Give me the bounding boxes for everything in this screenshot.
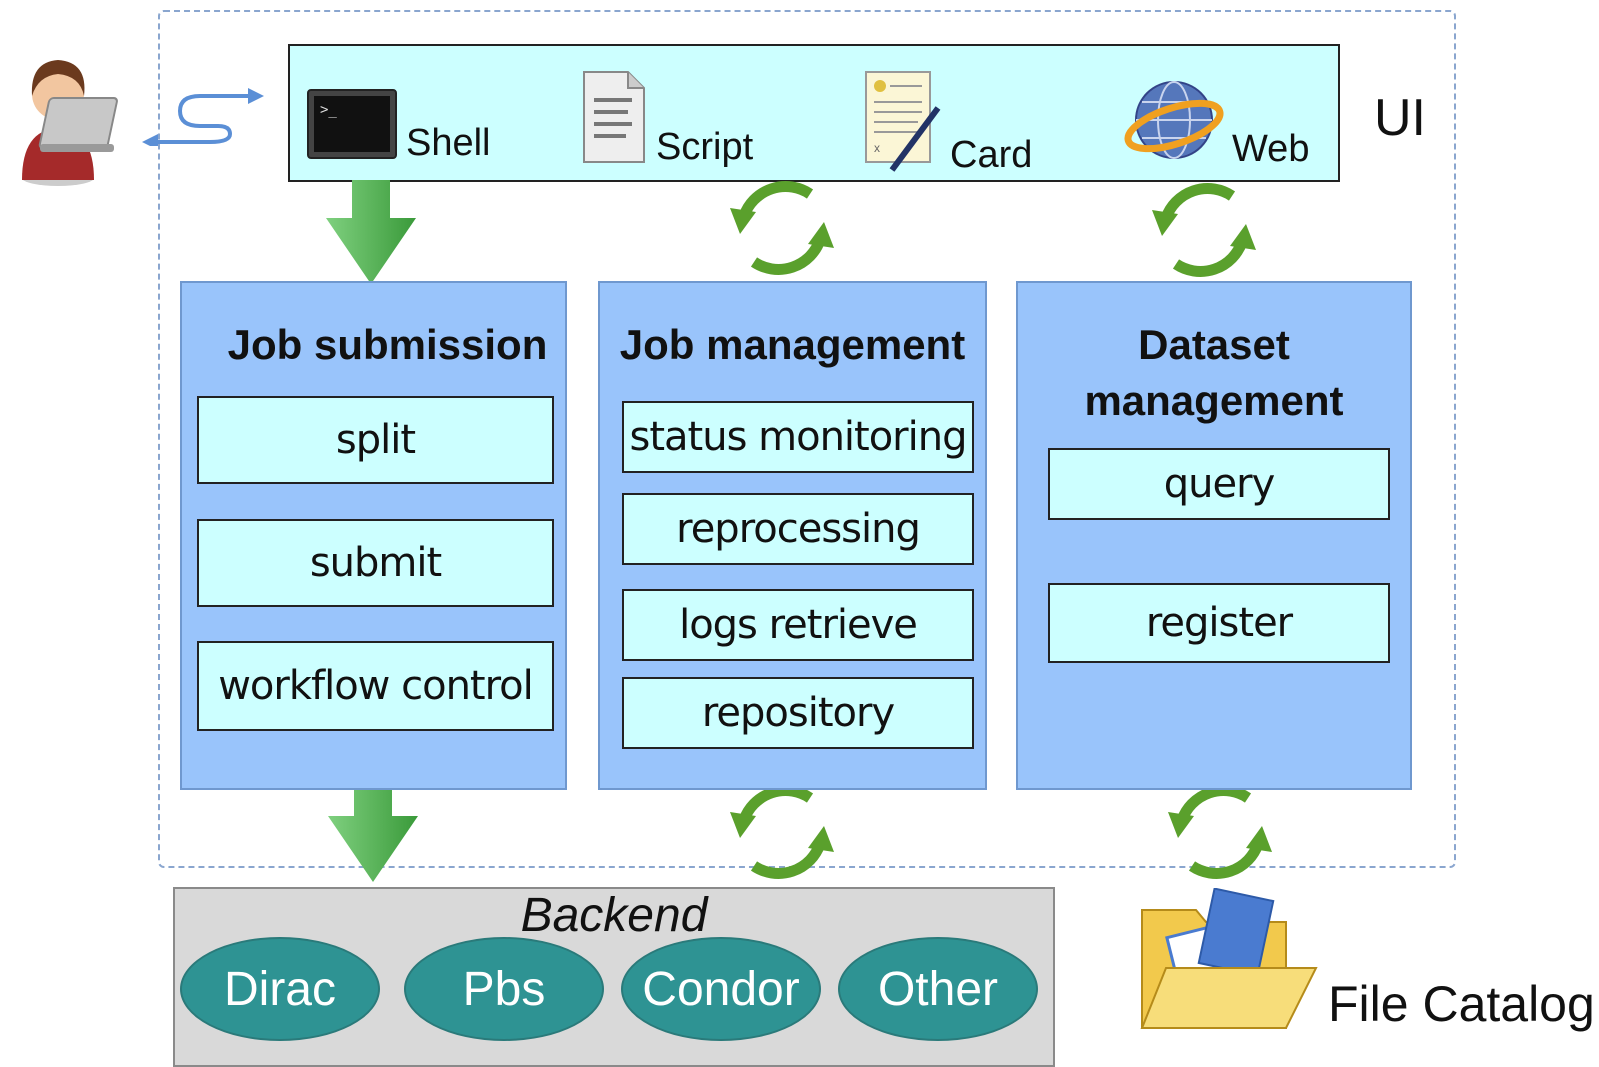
register-box[interactable]: register bbox=[1048, 583, 1390, 663]
ui-item-shell[interactable]: >_ Shell bbox=[306, 88, 491, 162]
sync-cycle-icon bbox=[730, 785, 834, 879]
terminal-icon: >_ bbox=[307, 89, 397, 159]
user-laptop-icon bbox=[22, 60, 118, 186]
logs-retrieve-box[interactable]: logs retrieve bbox=[622, 589, 974, 661]
ui-item-label: Shell bbox=[406, 122, 491, 164]
ui-item-label: Web bbox=[1232, 128, 1310, 170]
file-catalog-folder-icon bbox=[1140, 888, 1318, 1029]
backend-item-other[interactable]: Other bbox=[838, 937, 1038, 1041]
svg-text:>_: >_ bbox=[320, 102, 337, 118]
ui-item-card[interactable]: x Card bbox=[862, 68, 1032, 174]
ui-item-label: Script bbox=[656, 126, 754, 168]
svg-text:x: x bbox=[874, 141, 880, 155]
ui-item-script[interactable]: Script bbox=[580, 68, 753, 166]
sync-cycle-icon bbox=[730, 181, 834, 275]
sync-cycle-icon bbox=[1168, 785, 1272, 879]
submit-box[interactable]: submit bbox=[197, 519, 554, 607]
document-icon bbox=[583, 71, 645, 163]
file-catalog-label: File Catalog bbox=[1328, 976, 1595, 1032]
dataset-management-panel: Dataset management query register bbox=[1016, 281, 1412, 790]
ui-item-web[interactable]: Web bbox=[1124, 76, 1309, 168]
job-management-panel: Job management status monitoring reproce… bbox=[598, 281, 987, 790]
reprocessing-box[interactable]: reprocessing bbox=[622, 493, 974, 565]
query-box[interactable]: query bbox=[1048, 448, 1390, 520]
arrow-down-icon bbox=[326, 180, 416, 284]
panel-title: Dataset bbox=[1138, 321, 1290, 368]
backend-item-dirac[interactable]: Dirac bbox=[180, 937, 380, 1041]
job-submission-panel: Job submission split submit workflow con… bbox=[180, 281, 567, 790]
panel-title: Job management bbox=[619, 321, 966, 368]
backend-item-condor[interactable]: Condor bbox=[621, 937, 821, 1041]
ui-item-label: Card bbox=[950, 134, 1033, 176]
panel-title: management bbox=[1084, 377, 1344, 424]
interaction-arrow-icon bbox=[142, 88, 264, 146]
sync-cycle-icon bbox=[1152, 183, 1256, 277]
arrow-down-icon bbox=[328, 778, 418, 882]
panel-title: Job submission bbox=[227, 321, 548, 368]
backend-title: Backend bbox=[520, 889, 708, 942]
backend-item-pbs[interactable]: Pbs bbox=[404, 937, 604, 1041]
globe-icon bbox=[1124, 81, 1224, 159]
status-monitoring-box[interactable]: status monitoring bbox=[622, 401, 974, 473]
workflow-control-box[interactable]: workflow control bbox=[197, 641, 554, 731]
ui-label: UI bbox=[1374, 89, 1426, 147]
card-pen-icon: x bbox=[865, 71, 941, 172]
split-box[interactable]: split bbox=[197, 396, 554, 484]
repository-box[interactable]: repository bbox=[622, 677, 974, 749]
